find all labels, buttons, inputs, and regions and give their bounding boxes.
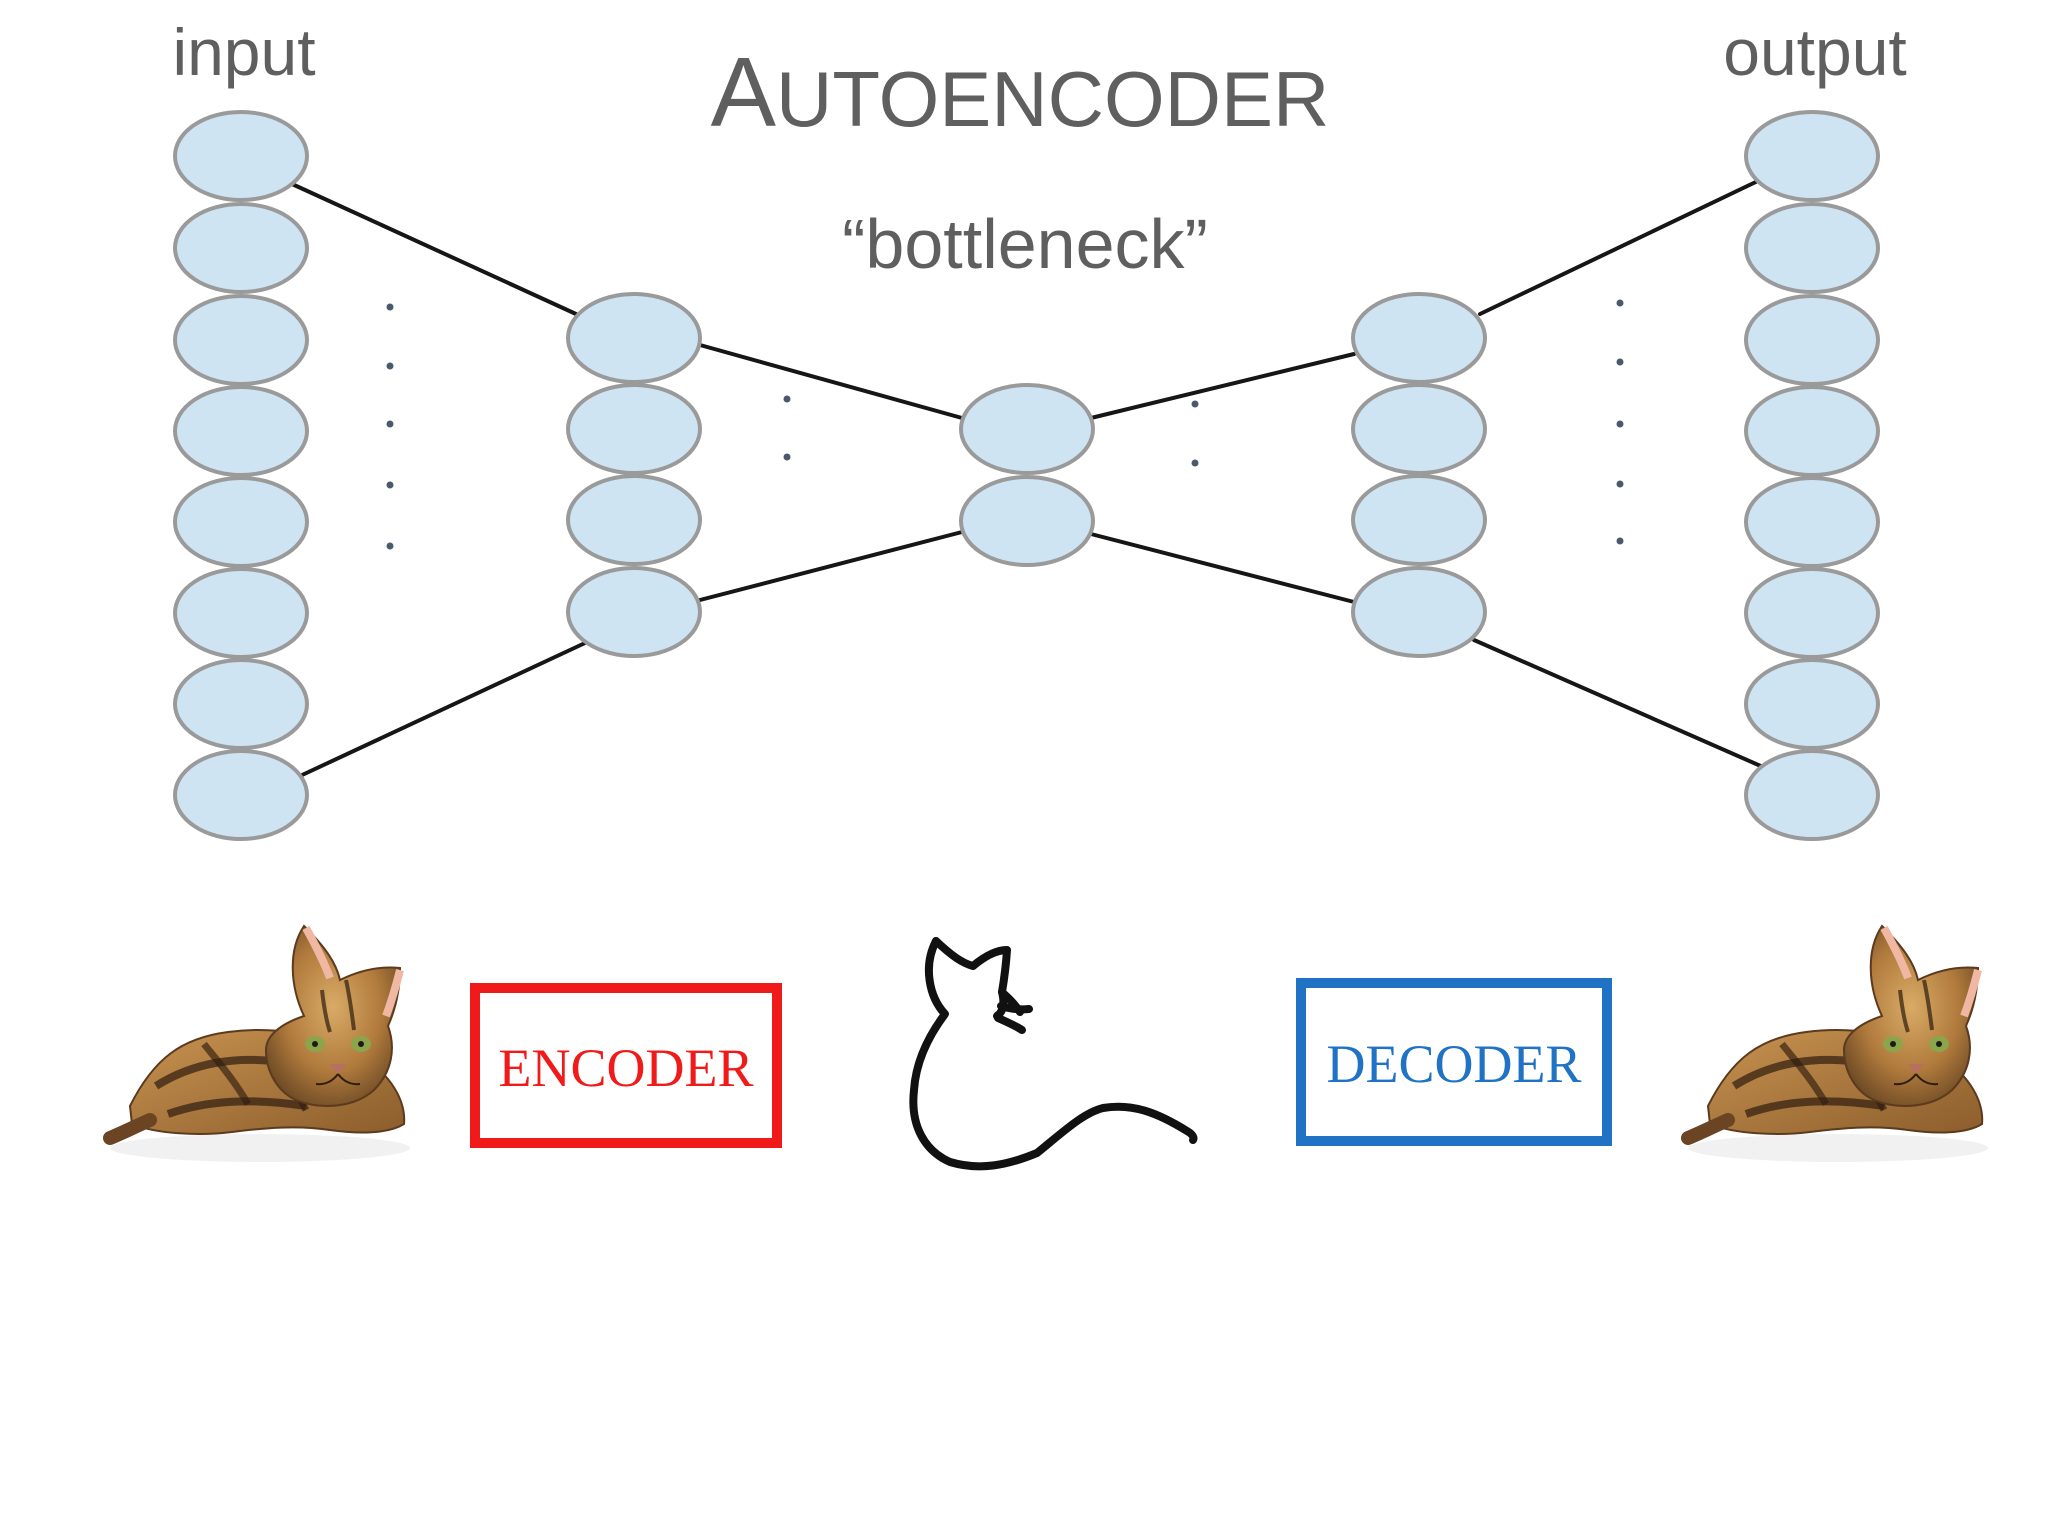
decoder-hidden-layer — [1351, 292, 1487, 658]
input-node — [173, 202, 309, 294]
ellipsis-dot — [783, 453, 791, 461]
edge-output-bottom — [1472, 638, 1765, 769]
edge-encoder-top — [698, 343, 964, 420]
input-node — [173, 385, 309, 477]
output-node — [1744, 749, 1880, 841]
cat-sketch-icon — [909, 937, 1198, 1171]
network-edges — [290, 177, 1765, 778]
decoder-box — [1296, 978, 1612, 1146]
ellipsis-dot — [1191, 459, 1199, 467]
decoder-hidden-node — [1351, 474, 1487, 566]
encoder-box — [470, 983, 782, 1148]
edge-decoder-bottom — [1089, 532, 1356, 604]
edge-input-top — [290, 182, 578, 316]
ellipsis-dot — [1616, 420, 1624, 428]
page-title: AUTOENCODER — [711, 37, 1330, 147]
title-first-letter: A — [711, 37, 777, 147]
decoder-box-label: DECODER — [1327, 1034, 1582, 1094]
output-node — [1744, 294, 1880, 386]
bottleneck-layer — [959, 383, 1095, 567]
encoder-hidden-node — [566, 383, 702, 475]
input-node — [173, 749, 309, 841]
edge-output-top — [1478, 177, 1764, 316]
ellipsis-dot — [1616, 299, 1624, 307]
output-node — [1744, 567, 1880, 659]
input-node — [173, 567, 309, 659]
bottleneck-node — [959, 383, 1095, 475]
ellipsis-dots — [386, 299, 1624, 550]
bottleneck-label: “bottleneck” — [842, 205, 1208, 283]
encoder-hidden-layer — [566, 292, 702, 658]
encoder-hidden-node — [566, 292, 702, 384]
ellipsis-dot — [386, 303, 394, 311]
edge-input-bottom — [298, 641, 587, 778]
output-node — [1744, 110, 1880, 202]
ellipsis-dot — [386, 542, 394, 550]
output-layer — [1744, 110, 1880, 841]
ellipsis-dot — [1616, 537, 1624, 545]
cat-photo-icon — [1681, 924, 1988, 1162]
edge-decoder-top — [1089, 352, 1356, 420]
output-node — [1744, 202, 1880, 294]
output-label: output — [1723, 15, 1907, 89]
input-label: input — [172, 15, 315, 89]
encoder-box-label: ENCODER — [499, 1038, 754, 1098]
ellipsis-dot — [1616, 358, 1624, 366]
input-node — [173, 294, 309, 386]
ellipsis-dot — [1191, 400, 1199, 408]
output-node — [1744, 385, 1880, 477]
ellipsis-dot — [386, 362, 394, 370]
ellipsis-dot — [386, 481, 394, 489]
input-node — [173, 476, 309, 568]
decoder-hidden-node — [1351, 566, 1487, 658]
decoder-hidden-node — [1351, 292, 1487, 384]
ellipsis-dot — [783, 395, 791, 403]
cat-photo-icon — [103, 924, 410, 1162]
edge-encoder-bottom — [698, 530, 964, 602]
encoder-hidden-node — [566, 474, 702, 566]
encoder-hidden-node — [566, 566, 702, 658]
bottleneck-node — [959, 475, 1095, 567]
output-node — [1744, 658, 1880, 750]
input-node — [173, 658, 309, 750]
output-node — [1744, 476, 1880, 568]
decoder-hidden-node — [1351, 383, 1487, 475]
input-layer — [173, 110, 309, 841]
title-rest: UTOENCODER — [776, 55, 1329, 143]
ellipsis-dot — [1616, 480, 1624, 488]
input-node — [173, 110, 309, 202]
ellipsis-dot — [386, 420, 394, 428]
